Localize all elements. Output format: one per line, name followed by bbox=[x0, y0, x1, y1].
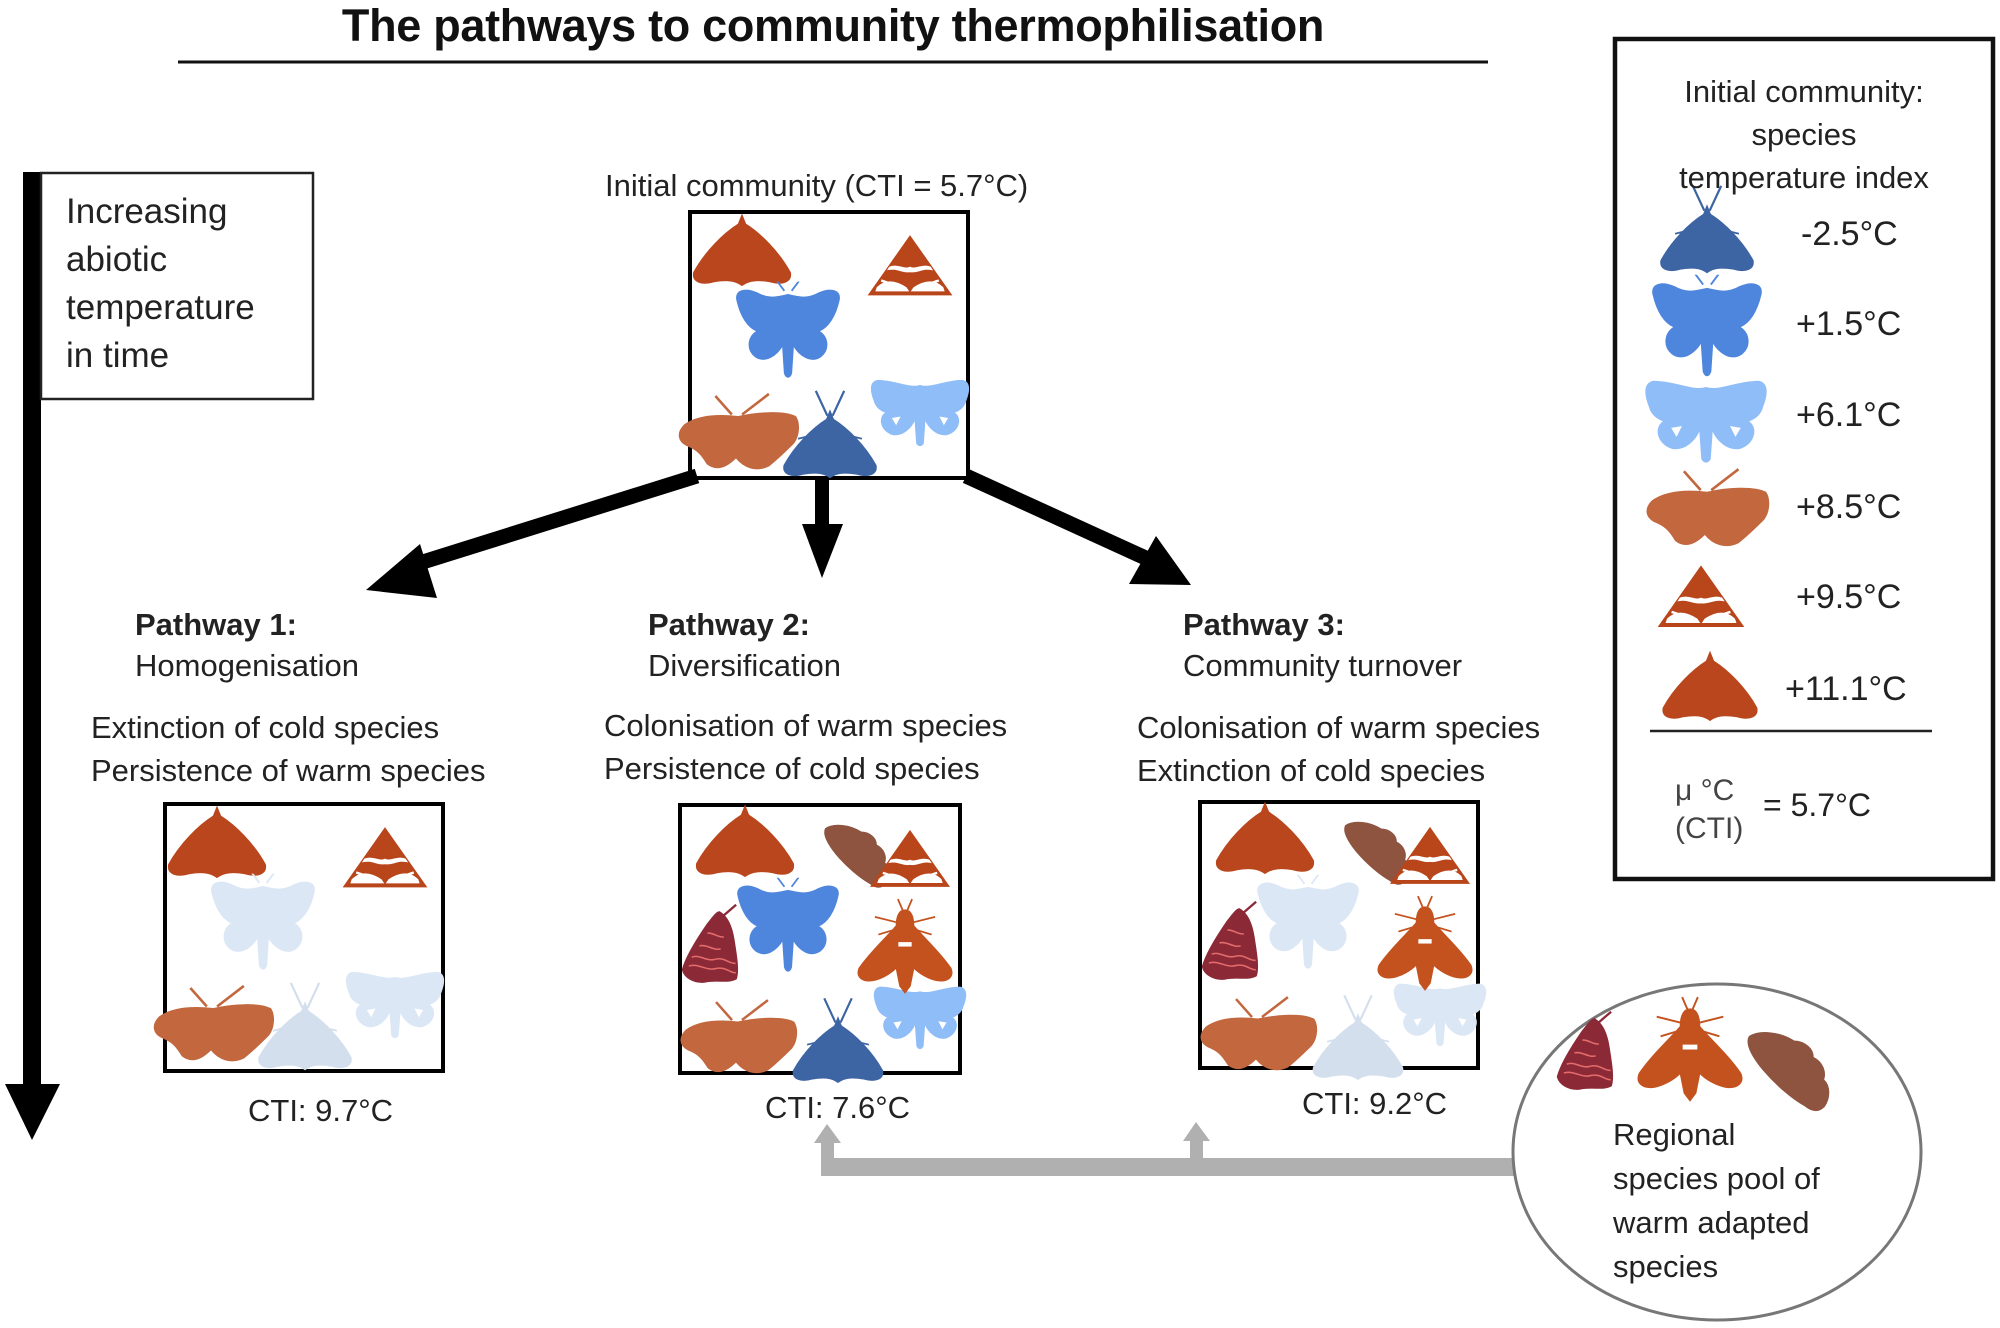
legend-value-2: +1.5°C bbox=[1796, 305, 1902, 343]
time-axis-label-box bbox=[39, 171, 315, 401]
pathway-2-cti: CTI: 7.6°C bbox=[765, 1090, 911, 1125]
species-pool-label-line: warm adapted bbox=[1613, 1205, 1810, 1240]
legend-mean-value: = 5.7°C bbox=[1763, 787, 1871, 823]
initial-community-label: Initial community (CTI = 5.7°C) bbox=[605, 168, 1029, 203]
pathway-2-desc-line: Colonisation of warm species bbox=[604, 708, 1008, 743]
legend-value-4: +8.5°C bbox=[1796, 488, 1902, 526]
legend-title: Initial community: species temperature i… bbox=[1614, 70, 1994, 199]
legend-mean-label-line: μ °C bbox=[1675, 774, 1735, 807]
pathway-arrows bbox=[366, 468, 1191, 598]
arrow-to-pathway-1 bbox=[366, 468, 700, 598]
pathway-1-desc-line: Extinction of cold species bbox=[91, 710, 440, 745]
species-pool-label-line: species bbox=[1613, 1249, 1719, 1284]
page-title: The pathways to community thermophilisat… bbox=[341, 0, 1325, 51]
time-axis-arrow bbox=[5, 172, 60, 1140]
legend-box bbox=[1612, 36, 1996, 882]
legend-title-line: species bbox=[1751, 117, 1857, 152]
pathway-3-desc-line: Colonisation of warm species bbox=[1137, 710, 1541, 745]
species-pool-label-line: species pool of bbox=[1613, 1161, 1820, 1196]
colonisation-arrows bbox=[814, 1122, 1521, 1176]
legend-value-3: +6.1°C bbox=[1796, 396, 1902, 434]
time-axis-label-line: in time bbox=[66, 336, 170, 375]
legend-value-1: -2.5°C bbox=[1801, 215, 1898, 253]
pathway-3-name: Community turnover bbox=[1183, 648, 1463, 683]
pathway-3-heading: Pathway 3: bbox=[1183, 607, 1345, 642]
pathway-2-heading: Pathway 2: bbox=[648, 607, 810, 642]
time-axis-label-line: temperature bbox=[66, 288, 255, 327]
arrow-to-pathway-2 bbox=[802, 478, 843, 578]
legend-value-5: +9.5°C bbox=[1796, 578, 1902, 616]
pathway-2-desc-line: Persistence of cold species bbox=[604, 751, 980, 786]
time-axis-label: Increasing abiotic temperature in time bbox=[66, 188, 255, 380]
legend-value-6: +11.1°C bbox=[1785, 670, 1907, 708]
pathway-2-name: Diversification bbox=[648, 648, 841, 683]
pathway-3-description: Colonisation of warm species Extinction … bbox=[1137, 706, 1540, 792]
pathway-1-desc-line: Persistence of warm species bbox=[91, 753, 486, 788]
legend-title-line: Initial community: bbox=[1684, 74, 1924, 109]
pathway-3-cti: CTI: 9.2°C bbox=[1302, 1086, 1448, 1121]
pathway-1-name: Homogenisation bbox=[135, 648, 360, 683]
legend-mean-label: μ °C (CTI) bbox=[1675, 772, 1743, 848]
species-pool-label-line: Regional bbox=[1613, 1117, 1736, 1152]
pathway-3-desc-line: Extinction of cold species bbox=[1137, 753, 1486, 788]
arrow-to-pathway-3 bbox=[962, 469, 1191, 585]
time-axis-label-line: Increasing bbox=[66, 192, 228, 231]
legend-title-line: temperature index bbox=[1679, 160, 1929, 195]
species-pool-label: Regional species pool of warm adapted sp… bbox=[1613, 1113, 1820, 1289]
pathway-1-description: Extinction of cold species Persistence o… bbox=[91, 706, 486, 792]
pathway-2-description: Colonisation of warm species Persistence… bbox=[604, 704, 1007, 790]
pathway-1-cti: CTI: 9.7°C bbox=[248, 1093, 394, 1128]
pathway-1-heading: Pathway 1: bbox=[135, 607, 297, 642]
time-axis-label-line: abiotic bbox=[66, 240, 168, 279]
legend-mean-label-line: (CTI) bbox=[1675, 812, 1744, 845]
